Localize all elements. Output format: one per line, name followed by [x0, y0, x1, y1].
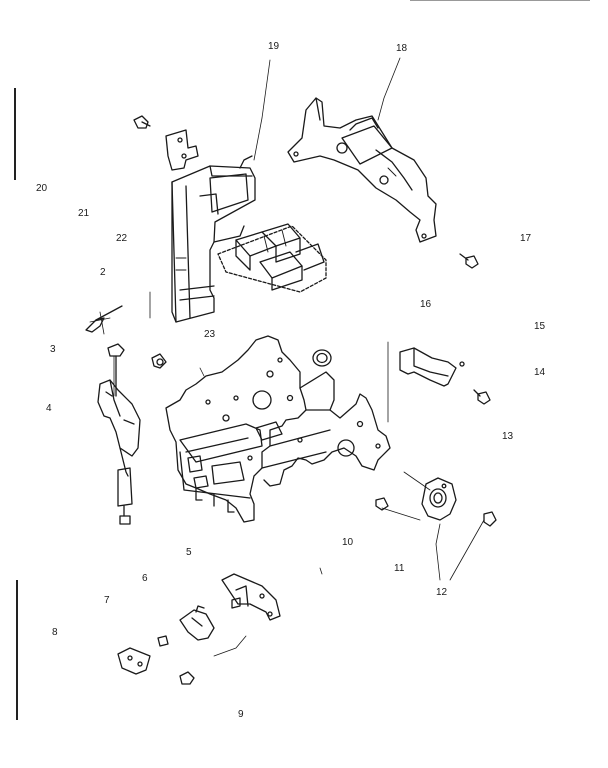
callout-3: 3	[50, 344, 56, 355]
part-12-screw	[483, 511, 497, 527]
small-bracket-top	[165, 129, 199, 171]
part-7-clip	[179, 605, 215, 641]
part-16-main-chassis	[165, 335, 391, 523]
callout-5: 5	[186, 547, 192, 558]
part-17-screw	[459, 253, 479, 269]
part-10-screw	[375, 497, 389, 511]
part-4-lever-assembly	[97, 379, 141, 525]
part-3-pin	[107, 343, 125, 397]
small-roller	[151, 353, 167, 369]
left-margin-rule-bottom	[16, 580, 18, 720]
top-edge-rule	[410, 0, 590, 1]
leader-lines	[149, 57, 485, 657]
left-margin-rule-top	[14, 88, 16, 180]
callout-20: 20	[36, 183, 48, 194]
callout-6: 6	[142, 573, 148, 584]
part-9-screw	[179, 671, 195, 685]
callout-12: 12	[436, 587, 448, 598]
callout-18: 18	[396, 43, 408, 54]
part-15-right-bracket	[399, 347, 465, 387]
part-2-wire-spring	[85, 305, 123, 335]
callout-4: 4	[46, 403, 52, 414]
part-18-frame-plate	[287, 97, 437, 243]
part-19-upper-housing	[171, 155, 256, 323]
callout-7: 7	[104, 595, 110, 606]
part-23-circuit-board	[217, 225, 327, 293]
callout-23: 23	[204, 329, 216, 340]
callout-15: 15	[534, 321, 546, 332]
part-11-bushing-plate	[421, 477, 457, 521]
callout-10: 10	[342, 537, 354, 548]
round-washer	[312, 349, 332, 367]
callout-16: 16	[420, 299, 432, 310]
callout-19: 19	[268, 41, 280, 52]
screw-top-left	[133, 115, 151, 129]
part-8-plate	[117, 647, 151, 675]
small-spring	[157, 635, 169, 647]
part-5-shaft-bracket	[221, 573, 281, 621]
part-14-screw	[473, 389, 491, 405]
callout-22: 22	[116, 233, 128, 244]
callout-9: 9	[238, 709, 244, 720]
callout-21: 21	[78, 208, 90, 219]
callout-2: 2	[100, 267, 106, 278]
callout-11: 11	[394, 563, 405, 574]
callout-17: 17	[520, 233, 532, 244]
board-components	[235, 223, 325, 291]
callout-13: 13	[502, 431, 514, 442]
callout-14: 14	[534, 367, 546, 378]
callout-8: 8	[52, 627, 58, 638]
